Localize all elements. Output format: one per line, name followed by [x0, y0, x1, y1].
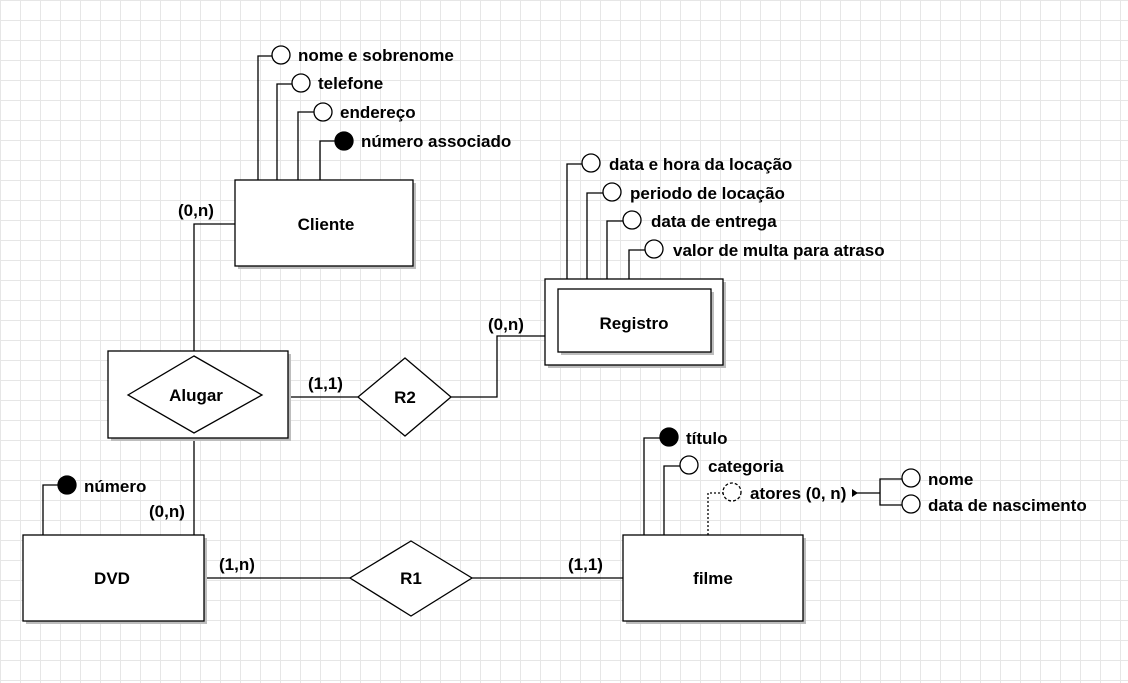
attribute-endereco: endereço	[313, 102, 416, 122]
cardinality-cliente-alugar: (0,n)	[178, 201, 214, 220]
svg-text:telefone: telefone	[318, 74, 383, 93]
attribute-titulo: título	[659, 427, 728, 448]
attribute-data-entrega: data de entrega	[622, 210, 777, 231]
svg-text:data e hora da locação: data e hora da locação	[609, 155, 792, 174]
edge-cliente-alugar	[193, 223, 235, 351]
svg-text:nome e sobrenome: nome e sobrenome	[298, 46, 454, 65]
entity-filme[interactable]: filme	[622, 534, 806, 624]
attr-line-data-hora	[566, 163, 582, 279]
attribute-data-hora-locacao: data e hora da locação	[581, 153, 792, 174]
entity-filme-label: filme	[693, 569, 733, 588]
key-attribute-icon	[659, 427, 679, 447]
key-attribute-icon	[57, 475, 77, 495]
atores-arrow-icon	[852, 489, 858, 497]
multivalued-attribute-icon	[722, 482, 742, 502]
attribute-circle-icon	[581, 153, 601, 173]
attribute-circle-icon	[644, 239, 664, 259]
attr-line-numero	[42, 484, 58, 535]
attr-line-data-entrega	[606, 220, 623, 279]
cardinality-r1-filme: (1,1)	[568, 555, 603, 574]
entity-cliente[interactable]: Cliente	[234, 179, 416, 269]
attribute-telefone: telefone	[291, 73, 383, 93]
attribute-circle-icon	[901, 468, 921, 488]
relationship-alugar[interactable]: Alugar	[107, 350, 291, 441]
relationship-r1[interactable]: R1	[348, 540, 474, 617]
svg-text:número: número	[84, 477, 146, 496]
attribute-lines	[42, 55, 903, 535]
entity-dvd[interactable]: DVD	[22, 534, 207, 624]
attr-line-periodo	[586, 192, 603, 279]
svg-text:endereço: endereço	[340, 103, 416, 122]
relationship-r2[interactable]: R2	[356, 357, 453, 437]
relationship-alugar-label: Alugar	[169, 386, 223, 405]
attr-line-telefone	[276, 83, 292, 180]
attribute-circle-icon	[313, 102, 333, 122]
svg-text:atores (0, n): atores (0, n)	[750, 484, 846, 503]
attr-line-titulo	[643, 437, 660, 535]
edge-r2-registro	[451, 335, 545, 398]
attr-line-atores-nasc	[879, 493, 903, 506]
entity-registro[interactable]: Registro	[544, 278, 726, 368]
entity-registro-label: Registro	[600, 314, 669, 333]
attribute-nome-sobrenome: nome e sobrenome	[271, 45, 454, 65]
attribute-numero: número	[57, 475, 146, 496]
svg-text:categoria: categoria	[708, 457, 784, 476]
attribute-circle-icon	[622, 210, 642, 230]
attribute-circle-icon	[679, 455, 699, 475]
svg-text:periodo de locação: periodo de locação	[630, 184, 785, 203]
attribute-circle-icon	[602, 182, 622, 202]
attribute-periodo-locacao: periodo de locação	[602, 182, 785, 203]
key-attribute-icon	[334, 131, 354, 151]
cardinality-r2-registro: (0,n)	[488, 315, 524, 334]
cardinality-dvd-r1: (1,n)	[219, 555, 255, 574]
attr-line-endereco	[297, 111, 314, 180]
svg-text:data de entrega: data de entrega	[651, 212, 777, 231]
connectors	[193, 223, 623, 579]
svg-text:título: título	[686, 429, 728, 448]
relationship-r2-label: R2	[394, 388, 416, 407]
relationship-r1-label: R1	[400, 569, 422, 588]
attribute-categoria: categoria	[679, 455, 784, 476]
cardinalities: (0,n) (1,1) (0,n) (0,n) (1,n) (1,1)	[149, 201, 603, 574]
entity-cliente-label: Cliente	[298, 215, 355, 234]
attribute-circle-icon	[271, 45, 291, 65]
entity-dvd-label: DVD	[94, 569, 130, 588]
attr-line-numero-associado	[319, 140, 335, 180]
svg-text:nome: nome	[928, 470, 973, 489]
cardinality-alugar-dvd: (0,n)	[149, 502, 185, 521]
attribute-atores: atores (0, n)	[722, 482, 846, 503]
attr-line-atores-nome	[879, 478, 903, 493]
attribute-atores-data-nascimento: data de nascimento	[901, 494, 1087, 515]
attr-line-categoria	[663, 465, 680, 535]
attribute-circle-icon	[901, 494, 921, 514]
svg-text:número associado: número associado	[361, 132, 511, 151]
attr-line-atores	[707, 492, 723, 535]
attribute-circle-icon	[291, 73, 311, 93]
cardinality-alugar-r2: (1,1)	[308, 374, 343, 393]
svg-text:data de nascimento: data de nascimento	[928, 496, 1087, 515]
attribute-atores-nome: nome	[901, 468, 973, 489]
attribute-numero-associado: número associado	[334, 131, 511, 151]
svg-text:valor de multa para atraso: valor de multa para atraso	[673, 241, 885, 260]
attr-line-nome-sobrenome	[257, 55, 272, 180]
attribute-valor-multa: valor de multa para atraso	[644, 239, 885, 260]
attr-line-valor-multa	[628, 249, 645, 279]
